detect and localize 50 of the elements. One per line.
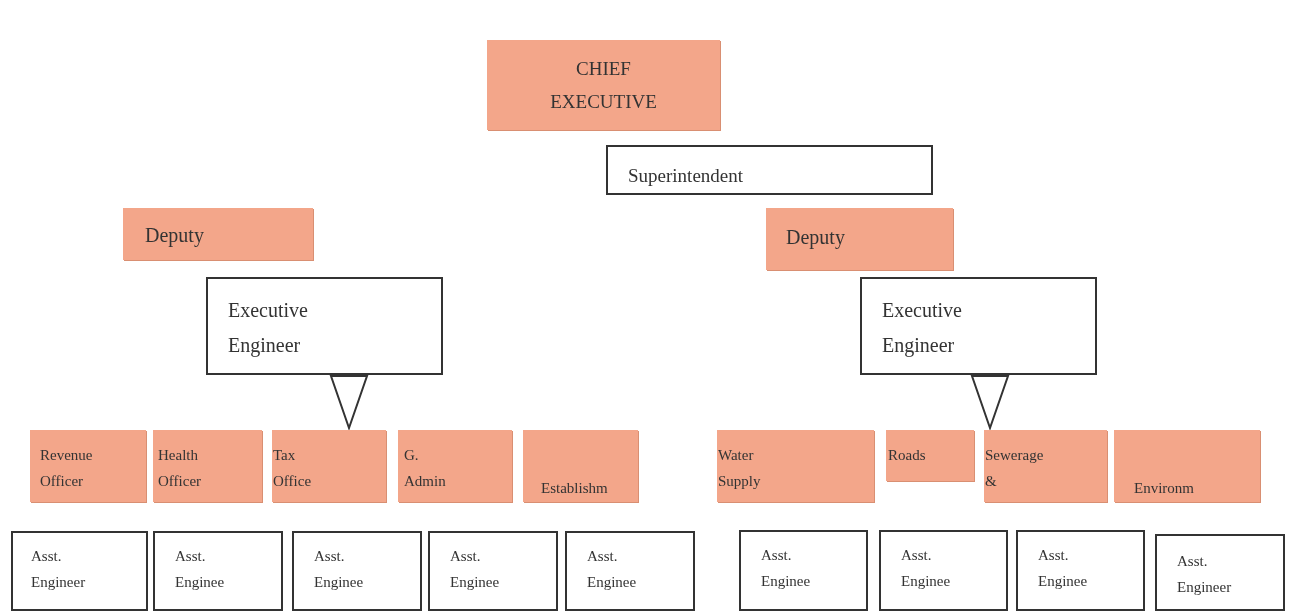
role-box <box>272 430 386 502</box>
role-title: Asst. Enginee <box>761 546 811 592</box>
position-box <box>565 531 695 611</box>
role-box <box>487 40 720 130</box>
role-box <box>1114 430 1260 502</box>
role-title: Environm <box>1134 479 1194 498</box>
role-title: Health Officer <box>158 446 202 492</box>
role-title: Deputy <box>145 223 204 249</box>
role-title: Asst. Enginee <box>901 546 951 592</box>
role-title: Roads <box>888 446 926 465</box>
role-title: Executive Engineer <box>882 298 962 359</box>
role-title: Asst. Enginee <box>175 547 225 593</box>
role-title: Revenue Officer <box>40 446 93 492</box>
arrow <box>329 375 369 432</box>
role-title: Asst. Enginee <box>1038 546 1088 592</box>
role-box <box>123 208 313 260</box>
role-title: Establishm <box>541 479 608 498</box>
arrow <box>970 375 1010 432</box>
role-title: Asst. Engineer <box>31 547 86 593</box>
role-title: Water Supply <box>718 446 761 492</box>
position-box <box>1155 534 1285 611</box>
role-title: G. Admin <box>404 446 446 492</box>
role-box <box>398 430 512 502</box>
position-box <box>606 145 933 195</box>
role-box <box>153 430 262 502</box>
position-box <box>292 531 422 611</box>
role-title: Asst. Engineer <box>1177 552 1232 598</box>
role-title: Asst. Enginee <box>450 547 500 593</box>
role-box <box>766 208 953 270</box>
position-box <box>11 531 148 611</box>
role-title: Sewerage & <box>985 446 1044 492</box>
role-box <box>886 430 974 481</box>
role-box <box>30 430 146 502</box>
position-box <box>206 277 443 375</box>
position-box <box>860 277 1097 375</box>
role-title: Superintendent <box>628 164 744 188</box>
role-box <box>717 430 874 502</box>
position-box <box>1016 530 1145 611</box>
position-box <box>428 531 558 611</box>
role-box <box>523 430 638 502</box>
role-title: Asst. Enginee <box>314 547 364 593</box>
position-box <box>879 530 1008 611</box>
role-box <box>984 430 1107 502</box>
role-title: Asst. Enginee <box>587 547 637 593</box>
role-title: Deputy <box>786 225 845 251</box>
role-title: Tax Office <box>273 446 312 492</box>
role-title: CHIEF EXECUTIVE <box>550 57 657 115</box>
role-title: Executive Engineer <box>228 298 308 359</box>
position-box <box>153 531 283 611</box>
position-box <box>739 530 868 611</box>
